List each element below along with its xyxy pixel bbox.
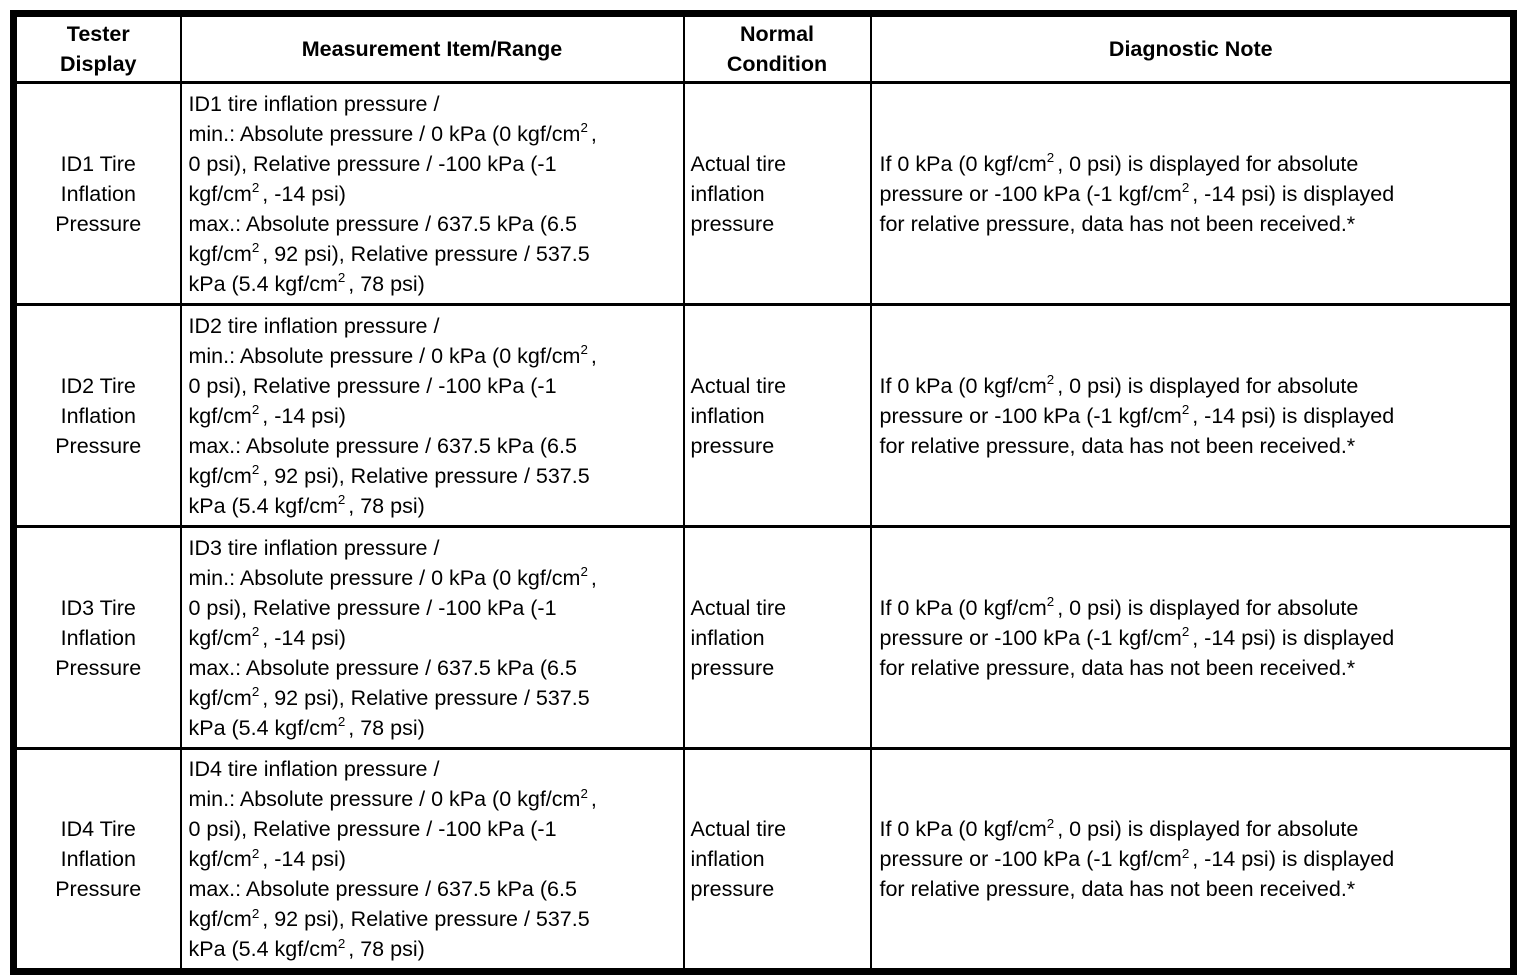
column-header-diagnostic-note: Diagnostic Note xyxy=(869,12,1515,84)
cell-diagnostic-note: If 0 kPa (0 kgf/cm2, 0 psi) is displayed… xyxy=(869,525,1515,750)
document-page: Tester Display Measurement Item/Range No… xyxy=(10,10,1517,975)
column-header-normal-condition: Normal Condition xyxy=(682,12,872,84)
column-header-measurement-item-range: Measurement Item/Range xyxy=(179,12,685,84)
cell-normal-condition: Actual tire inflation pressure xyxy=(682,303,872,528)
cell-diagnostic-note: If 0 kPa (0 kgf/cm2, 0 psi) is displayed… xyxy=(869,81,1515,306)
cell-measurement-item-range: ID4 tire inflation pressure / min.: Abso… xyxy=(179,747,685,973)
cell-normal-condition: Actual tire inflation pressure xyxy=(682,81,872,306)
tire-inflation-pressure-data-table: Tester Display Measurement Item/Range No… xyxy=(10,10,1517,975)
cell-measurement-item-range: ID3 tire inflation pressure / min.: Abso… xyxy=(179,525,685,750)
table-row-id2: ID2 Tire Inflation Pressure ID2 tire inf… xyxy=(12,303,1515,528)
cell-tester-display: ID3 Tire Inflation Pressure xyxy=(12,525,182,750)
table-row-id3: ID3 Tire Inflation Pressure ID3 tire inf… xyxy=(12,525,1515,750)
header-row: Tester Display Measurement Item/Range No… xyxy=(12,12,1515,84)
cell-diagnostic-note: If 0 kPa (0 kgf/cm2, 0 psi) is displayed… xyxy=(869,303,1515,528)
cell-tester-display: ID4 Tire Inflation Pressure xyxy=(12,747,182,973)
cell-normal-condition: Actual tire inflation pressure xyxy=(682,525,872,750)
table-row-id4: ID4 Tire Inflation Pressure ID4 tire inf… xyxy=(12,747,1515,973)
column-header-tester-display: Tester Display xyxy=(12,12,182,84)
cell-tester-display: ID2 Tire Inflation Pressure xyxy=(12,303,182,528)
cell-measurement-item-range: ID2 tire inflation pressure / min.: Abso… xyxy=(179,303,685,528)
cell-tester-display: ID1 Tire Inflation Pressure xyxy=(12,81,182,306)
table-row-id1: ID1 Tire Inflation Pressure ID1 tire inf… xyxy=(12,81,1515,306)
cell-normal-condition: Actual tire inflation pressure xyxy=(682,747,872,973)
cell-measurement-item-range: ID1 tire inflation pressure / min.: Abso… xyxy=(179,81,685,306)
table-body: ID1 Tire Inflation Pressure ID1 tire inf… xyxy=(12,81,1515,973)
cell-diagnostic-note: If 0 kPa (0 kgf/cm2, 0 psi) is displayed… xyxy=(869,747,1515,973)
